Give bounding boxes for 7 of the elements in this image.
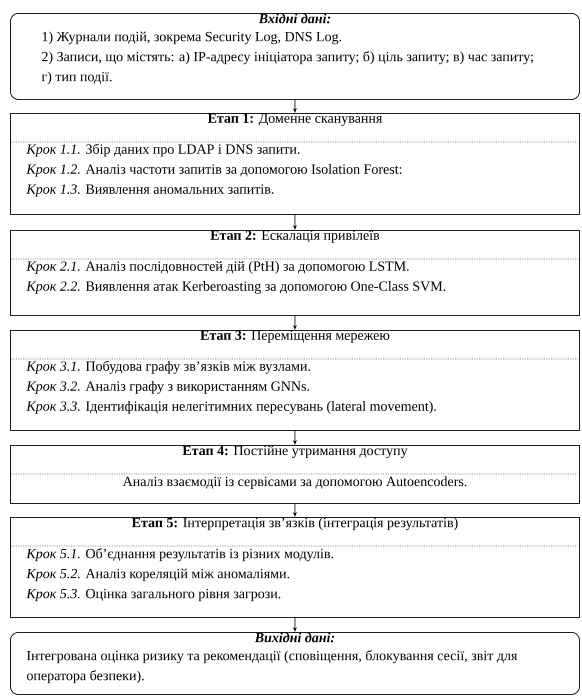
process-box: Вихідні дані: Інтегрована оцінка ризику та рекомендації (сповіщення, блокування сесії, звіт для оператора безпеки). bbox=[10, 632, 580, 695]
process-box: Етап 3: Переміщення мережею Крок 3.1. Побудова графу зв’язків між вузлами. Крок 3.2. Аналіз графу з використанням GNNs. Крок 3.3. Ідентифікація нелегітимних пересувань (lateral movement). bbox=[10, 330, 580, 431]
process-box: Етап 1: Доменне сканування Крок 1.1. Збір даних про LDAP і DNS запити. Крок 1.2. Аналіз частоти запитів за допомогою Isolation Forest: Крок 1.3. Виявлення аномальних запитів. bbox=[10, 113, 580, 215]
process-box: Етап 5: Інтерпретація зв’язків (інтеграція результатів) Крок 5.1. Об’єднання результатів із різних модулів. Крок 5.2. Аналіз кореляцій між аномаліями. Крок 5.3. Оцінка загального рівня загрози. bbox=[10, 517, 580, 618]
process-box: Етап 4: Постійне утримання доступу Аналіз взаємодії із сервісами за допомогою Autoencoders. bbox=[10, 445, 580, 504]
process-box: Етап 2: Ескалація привілеїв Крок 2.1. Аналіз послідовностей дій (PtH) за допомогою LSTM. Крок 2.2. Виявлення атак Kerberoasting за допомогою One-Class SVM. bbox=[10, 230, 580, 316]
process-box: Вхідні дані: 1) Журнали подій, зокрема Security Log, DNS Log. 2) Записи, що містять: а) IP-адресу ініціатора запиту; б) ціль запиту; в) час запиту; г) тип події. bbox=[10, 13, 580, 100]
